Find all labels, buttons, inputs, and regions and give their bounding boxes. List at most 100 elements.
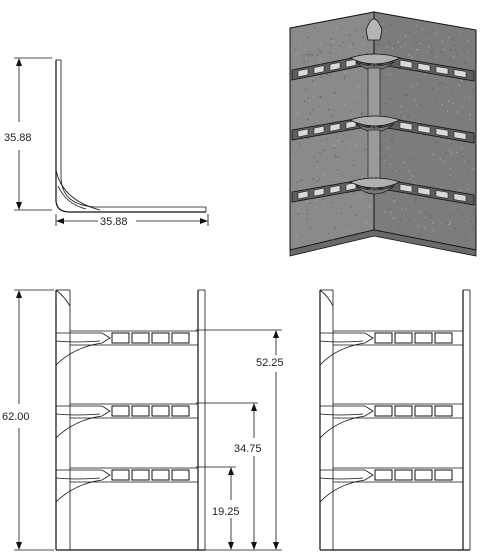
speckle xyxy=(355,29,357,32)
speckle xyxy=(334,92,336,94)
speckle xyxy=(338,139,340,142)
speckle xyxy=(317,54,319,56)
speckle xyxy=(393,200,396,202)
speckle xyxy=(461,80,463,82)
speckle xyxy=(388,41,390,43)
speckle xyxy=(359,194,361,197)
speckle xyxy=(329,74,331,76)
speckle xyxy=(456,54,458,56)
speckle xyxy=(441,103,444,105)
speckle xyxy=(388,147,390,149)
speckle xyxy=(407,28,409,30)
speckle xyxy=(455,49,457,51)
speckle xyxy=(364,148,366,150)
speckle xyxy=(313,84,315,86)
iso-tile xyxy=(329,123,341,132)
speckle xyxy=(337,176,339,179)
speckle xyxy=(385,36,387,38)
speckle xyxy=(301,90,304,92)
speckle xyxy=(300,179,302,181)
speckle xyxy=(388,92,391,95)
speckle xyxy=(472,89,474,91)
speckle xyxy=(356,96,358,98)
speckle xyxy=(316,120,319,122)
front-total-height-dimension: 62.00 xyxy=(2,289,54,551)
speckle xyxy=(388,98,390,100)
shelf-edge xyxy=(55,477,101,480)
speckle xyxy=(452,103,454,105)
speckle xyxy=(307,53,309,55)
speckle xyxy=(330,38,332,40)
speckle xyxy=(431,52,433,54)
speckle xyxy=(457,236,459,238)
iso-spine-segment xyxy=(367,129,381,181)
speckle xyxy=(384,30,386,32)
front-shelf-top-label: 52.25 xyxy=(256,357,284,369)
speckle xyxy=(311,109,313,111)
speckle xyxy=(307,209,309,211)
speckle xyxy=(353,207,355,209)
speckle xyxy=(390,24,392,26)
speckle xyxy=(379,188,381,190)
speckle xyxy=(473,209,475,211)
shelf-profile xyxy=(319,469,374,503)
speckle xyxy=(294,44,296,46)
side-shelf-rows xyxy=(319,330,463,503)
speckle xyxy=(452,56,455,58)
iso-spine-segment xyxy=(367,67,381,119)
speckle xyxy=(428,169,430,171)
speckle xyxy=(369,206,371,208)
speckle xyxy=(298,213,300,215)
speckle xyxy=(389,73,391,75)
speckle xyxy=(334,179,336,181)
shelf-row xyxy=(55,403,198,439)
speckle xyxy=(306,200,308,202)
speckle xyxy=(407,114,409,117)
speckle xyxy=(344,72,346,74)
shelf-profile xyxy=(319,332,374,366)
speckle xyxy=(362,43,364,45)
speckle xyxy=(314,27,316,29)
speckle xyxy=(320,101,322,104)
speckle xyxy=(334,154,336,156)
speckle xyxy=(355,54,357,56)
iso-tile xyxy=(399,183,413,193)
speckle xyxy=(450,49,452,51)
speckle xyxy=(304,100,306,102)
speckle xyxy=(318,48,320,50)
iso-tile xyxy=(435,66,449,75)
shelf-edge xyxy=(55,413,101,416)
speckle xyxy=(337,156,339,158)
speckle xyxy=(418,121,420,123)
speckle xyxy=(384,115,386,117)
speckle xyxy=(389,53,391,55)
speckle xyxy=(439,158,441,160)
speckle xyxy=(389,208,391,210)
speckle xyxy=(393,45,395,47)
speckle xyxy=(432,229,434,231)
speckle xyxy=(445,153,447,155)
speckle xyxy=(384,154,386,156)
tile xyxy=(131,405,150,417)
speckle xyxy=(431,50,433,52)
speckle xyxy=(332,239,334,241)
iso-tile xyxy=(297,68,309,78)
iso-tile xyxy=(313,125,325,135)
speckle xyxy=(431,44,433,46)
tile xyxy=(434,469,453,481)
iso-tile xyxy=(399,121,413,131)
speckle xyxy=(405,193,407,195)
speckle xyxy=(409,74,411,77)
speckle xyxy=(428,46,430,48)
speckle xyxy=(443,49,446,51)
speckle xyxy=(383,159,385,162)
tile xyxy=(151,332,170,344)
speckle xyxy=(395,217,397,219)
speckle xyxy=(457,209,459,211)
speckle xyxy=(405,148,407,150)
speckle xyxy=(461,156,463,158)
speckle xyxy=(306,218,308,220)
speckle xyxy=(296,235,298,237)
speckle xyxy=(401,41,403,43)
speckle xyxy=(330,202,332,204)
